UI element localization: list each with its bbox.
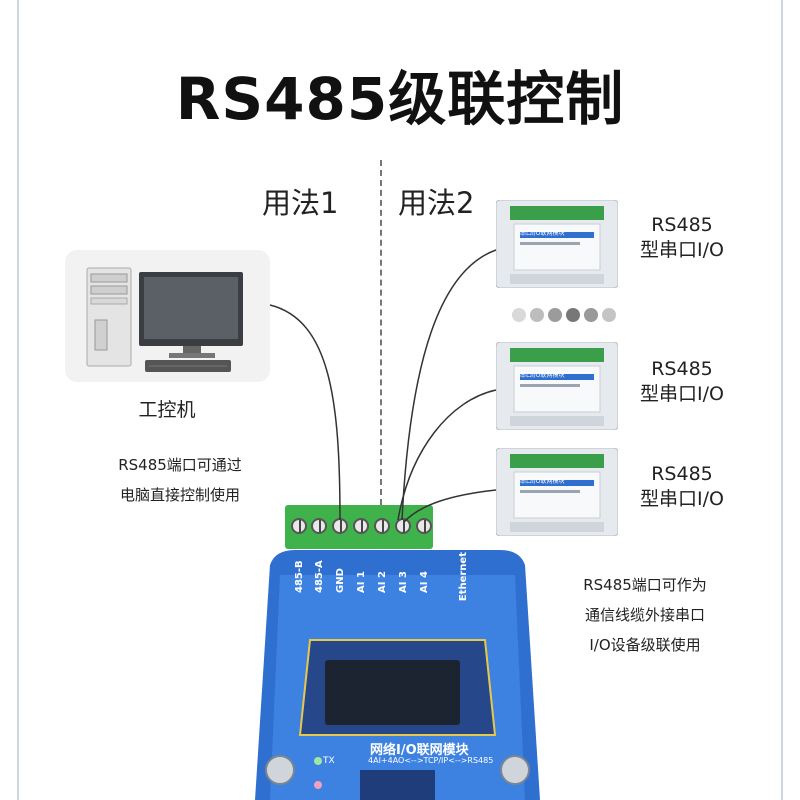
terminal-screw-ai4 [416, 518, 432, 534]
right-frame-line [781, 0, 783, 800]
module-2-text: 串口I/O联网模块 [520, 372, 565, 379]
left-note-line-1: RS485端口可通过 [118, 456, 242, 474]
dot-1 [512, 308, 526, 322]
left-frame-line [17, 0, 19, 800]
module-3-label-line-2: 型串口I/O [640, 488, 724, 510]
right-note-line-3: I/O设备级联使用 [589, 636, 701, 654]
module-1-label-line-2: 型串口I/O [640, 239, 724, 261]
led-tx-label: TX [323, 756, 335, 766]
terminal-screw-ai1 [353, 518, 369, 534]
dot-6 [602, 308, 616, 322]
cable-pc-to-terminal [269, 304, 341, 521]
module-3-label: RS485 型串口I/O [622, 462, 742, 512]
rs485-module-2: 串口I/O联网模块 [495, 341, 619, 431]
cable-module-3 [403, 489, 497, 523]
device-subtitle: 4AI+4AO<-->TCP/IP<-->RS485 [368, 756, 494, 765]
usage-2-label: 用法2 [398, 186, 475, 220]
usage-divider [380, 160, 382, 505]
module-3-label-line-1: RS485 [651, 463, 713, 485]
io-network-module-device [255, 550, 540, 800]
rs485-module-3: 串口I/O联网模块 [495, 447, 619, 537]
module-1-label-line-1: RS485 [651, 214, 713, 236]
right-note-line-1: RS485端口可作为 [583, 576, 707, 594]
module-2-label-line-1: RS485 [651, 358, 713, 380]
right-note-line-2: 通信线缆外接串口 [584, 606, 705, 624]
right-note: RS485端口可作为 通信线缆外接串口 I/O设备级联使用 [545, 570, 745, 660]
industrial-pc-card [65, 250, 270, 382]
rs485-module-1: 串口I/O联网模块 [495, 199, 619, 289]
module-1-label: RS485 型串口I/O [622, 213, 742, 263]
dot-5 [584, 308, 598, 322]
industrial-pc-icon [86, 267, 243, 372]
cable-module-2 [397, 389, 497, 521]
module-1-text: 串口I/O联网模块 [520, 230, 565, 237]
device-title: 网络I/O联网模块 [370, 743, 469, 758]
terminal-screw-485a [311, 518, 327, 534]
cable-module-1 [401, 249, 497, 521]
module-3-text: 串口I/O联网模块 [520, 478, 565, 485]
terminal-screw-485b [291, 518, 307, 534]
industrial-pc-label: 工控机 [138, 399, 196, 421]
left-note: RS485端口可通过 电脑直接控制使用 [75, 450, 285, 510]
terminal-screw-ai3 [395, 518, 411, 534]
terminal-screw-ai2 [374, 518, 390, 534]
module-2-label-line-2: 型串口I/O [640, 383, 724, 405]
left-note-line-2: 电脑直接控制使用 [119, 486, 240, 504]
dot-2 [530, 308, 544, 322]
usage-1-label: 用法1 [262, 186, 339, 220]
module-2-label: RS485 型串口I/O [622, 357, 742, 407]
page-title: RS485级联控制 [175, 65, 625, 133]
dot-4 [566, 308, 580, 322]
dot-3 [548, 308, 562, 322]
